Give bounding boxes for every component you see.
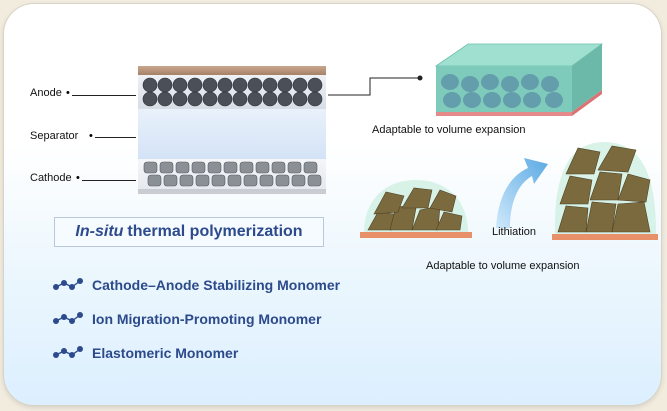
- anode-gel-block: [434, 43, 604, 116]
- separator-label: Separator: [30, 130, 79, 142]
- monomer-label: Ion Migration-Promoting Monomer: [92, 311, 322, 327]
- molecule-icon: [53, 278, 83, 290]
- anode-dot: •: [66, 87, 70, 99]
- lithiation-label: Lithiation: [492, 226, 537, 238]
- cathode-layer: [138, 159, 326, 189]
- electrode-after-lithiation: [552, 142, 658, 240]
- anode-leader: [72, 95, 136, 96]
- cathode-dot: •: [76, 172, 80, 184]
- anode-label: Anode: [30, 87, 62, 99]
- anode-particles: [142, 77, 323, 107]
- cathode-leader: [82, 180, 136, 181]
- cathode-particles: [143, 161, 322, 187]
- monomer-item-1: Cathode–Anode Stabilizing Monomer: [52, 277, 340, 293]
- process-title-rest: thermal polymerization: [127, 223, 303, 240]
- caption-bottom: Adaptable to volume expansion: [426, 260, 580, 272]
- separator-leader: [95, 137, 136, 138]
- cathode-current-collector: [138, 189, 326, 194]
- cell-stack: [138, 66, 326, 194]
- electrode-before-lithiation: [360, 180, 472, 238]
- molecule-icon: [53, 312, 83, 324]
- monomer-item-2: Ion Migration-Promoting Monomer: [52, 311, 321, 327]
- process-title: In-situ thermal polymerization: [54, 217, 324, 247]
- molecule-icon: [53, 346, 83, 358]
- cathode-label: Cathode: [30, 172, 72, 184]
- anode-layer: [138, 75, 326, 109]
- caption-top: Adaptable to volume expansion: [372, 124, 526, 136]
- anode-zoom-connector: [328, 75, 423, 96]
- lithiation-arrow: [496, 158, 548, 228]
- monomer-item-3: Elastomeric Monomer: [52, 345, 238, 361]
- process-title-italic: In-situ: [75, 223, 124, 240]
- separator-dot: •: [89, 130, 93, 142]
- monomer-label: Cathode–Anode Stabilizing Monomer: [92, 277, 341, 293]
- separator-layer: [138, 109, 326, 159]
- anode-current-collector: [138, 66, 326, 75]
- figure-frame: Anode • Separator • Cathode •: [4, 4, 661, 405]
- monomer-label: Elastomeric Monomer: [92, 345, 239, 361]
